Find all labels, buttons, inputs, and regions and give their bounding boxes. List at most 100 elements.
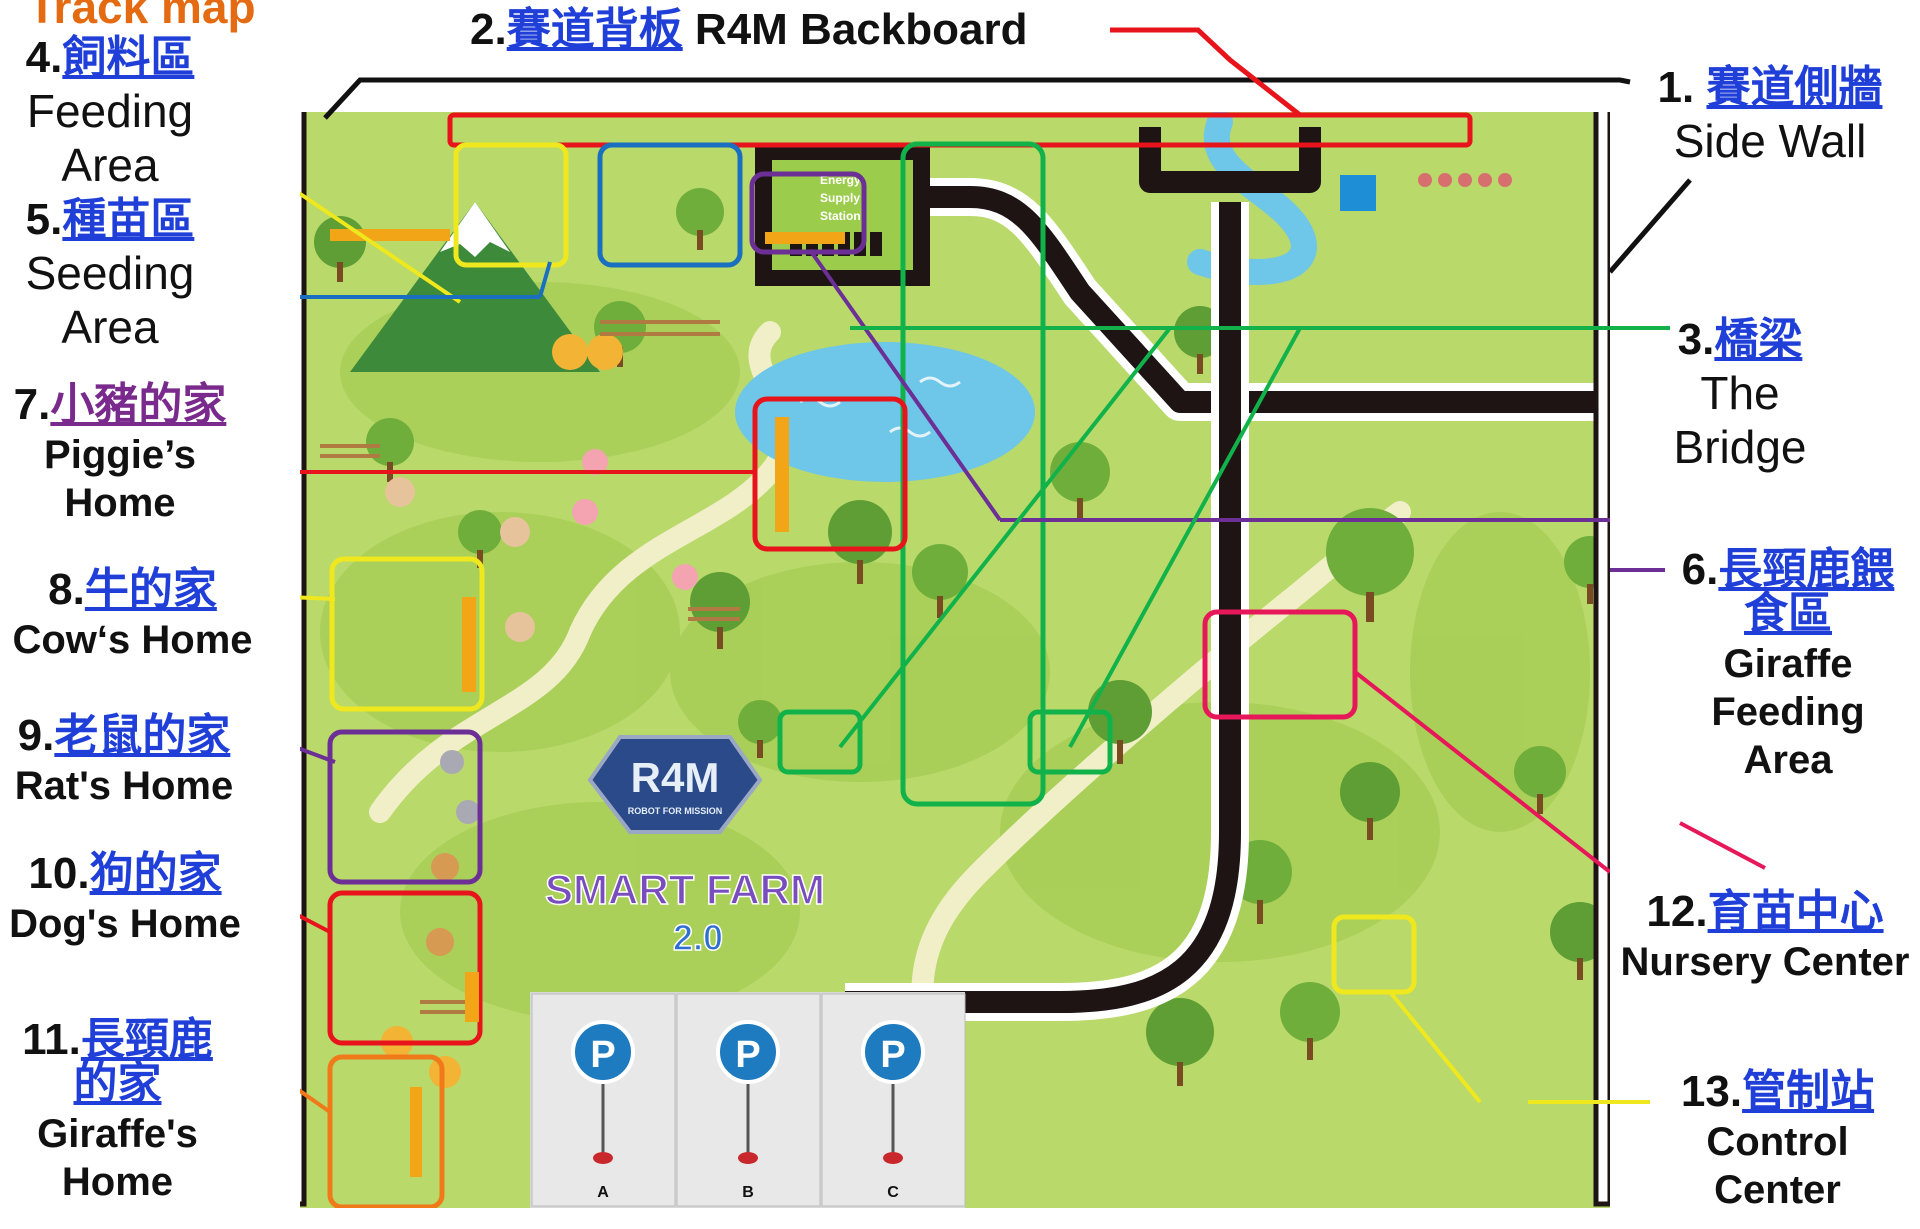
label-13-number: 13. [1680,1067,1743,1116]
label-4-en2: Area [61,139,159,191]
energy-station-line3: Station [820,209,861,223]
label-11-en1: Giraffe's [37,1112,198,1156]
parking-area: P A P B P C [530,992,966,1208]
label-1-zh[interactable]: 賽道側牆 [1706,62,1883,113]
zone-seeding-area [597,142,743,268]
label-6-number: 6. [1681,545,1719,594]
label-giraffe-feeding: 6.長頸鹿餵 食區 Giraffe Feeding Area [1668,545,1908,782]
label-bridge: 3.橋梁 The Bridge [1660,315,1820,473]
label-5-zh[interactable]: 種苗區 [62,194,195,245]
fences [320,320,740,1014]
game-title: SMART FARM [545,866,825,913]
game-version: 2.0 [673,917,723,958]
parking-sign-a: P [590,1034,615,1076]
label-4-en1: Feeding [26,85,194,137]
label-4-number: 4. [25,33,63,82]
parking-c: P C [821,993,966,1207]
blue-marker [1340,175,1376,211]
black-line-track [845,127,1610,1021]
zone-control-center [1331,914,1417,995]
parking-b: P B [676,993,821,1207]
parking-letter-b: B [742,1184,754,1201]
label-5-en1: Seeding [25,247,195,299]
label-11-en2: Home [61,1160,174,1204]
label-7-number: 7. [13,380,51,429]
label-rat-home: 9.老鼠的家 Rat's Home [5,711,243,808]
label-5-en2: Area [61,301,159,353]
animals [381,334,698,1088]
label-6-zh2[interactable]: 食區 [1744,588,1832,639]
energy-station-line2: Supply [820,191,860,205]
zone-giraffe-home [327,1054,445,1208]
label-8-en: Cow‘s Home [12,618,253,662]
zone-giraffe-feeding [749,171,867,255]
label-1-number: 1. [1657,63,1707,112]
label-6-en2: Feeding [1711,690,1865,734]
label-13-zh[interactable]: 管制站 [1742,1066,1875,1117]
label-3-en2: Bridge [1673,421,1807,473]
zone-cow-home [329,556,485,712]
label-cow-home: 8.牛的家 Cow‘s Home [5,565,260,662]
label-13-en2: Center [1714,1168,1841,1212]
label-2-zh[interactable]: 賽道背板 [506,4,683,55]
label-10-zh[interactable]: 狗的家 [89,848,222,899]
label-9-number: 9. [17,711,55,760]
label-1-en: Side Wall [1673,115,1867,167]
label-11-number: 11. [22,1015,81,1064]
label-6-en3: Area [1743,738,1833,782]
label-4-zh[interactable]: 飼料區 [62,32,195,83]
label-9-zh[interactable]: 老鼠的家 [54,710,231,761]
label-12-number: 12. [1646,887,1708,936]
label-9-en: Rat's Home [14,764,234,808]
label-6-en1: Giraffe [1723,642,1853,686]
pond [735,342,1035,482]
zone-feeding-area [453,142,569,268]
orange-markers [330,229,845,1177]
logo-text: R4M [631,754,720,801]
label-backboard: 2.賽道背板 R4M Backboard [470,8,1027,52]
label-nursery-center: 12.育苗中心 Nursery Center [1615,887,1915,983]
label-seeding-area: 5.種苗區 Seeding Area [5,195,215,353]
label-3-en1: The [1700,367,1780,419]
label-control-center: 13.管制站 Control Center [1660,1067,1895,1212]
track-map: Energy Supply Station P A P B [300,112,1610,1208]
label-3-zh[interactable]: 橋梁 [1714,314,1803,365]
parking-sign-b: P [735,1034,760,1076]
label-dog-home: 10.狗的家 Dog's Home [5,849,245,945]
zone-nursery-center [1202,609,1358,720]
label-side-wall: 1. 賽道側牆 Side Wall [1630,63,1910,167]
label-3-number: 3. [1677,315,1715,364]
logo-subtext: ROBOT FOR MISSION [628,806,723,816]
label-11-zh1[interactable]: 長頸鹿 [80,1014,213,1065]
label-11-zh2[interactable]: 的家 [73,1058,162,1109]
label-8-number: 8. [48,565,85,614]
label-12-zh[interactable]: 育苗中心 [1707,886,1884,937]
label-2-number: 2. [470,5,507,54]
label-7-en2: Home [64,481,176,525]
river [1187,112,1317,285]
zone-rat-home [327,729,483,885]
label-6-zh1[interactable]: 長頸鹿餵 [1718,544,1895,595]
seedling-pots [1418,173,1512,187]
parking-letter-a: A [597,1184,609,1201]
zone-bridge-right-foot [1027,709,1113,775]
label-8-zh[interactable]: 牛的家 [84,564,217,615]
parking-sign-c: P [880,1034,905,1076]
label-13-en1: Control [1706,1120,1849,1164]
label-5-number: 5. [25,195,63,244]
label-10-number: 10. [28,849,90,898]
label-2-en: R4M Backboard [682,5,1028,54]
label-giraffe-home: 11.長頸鹿 的家 Giraffe's Home [5,1015,230,1204]
label-piggie-home: 7.小豬的家 Piggie’s Home [5,380,235,525]
label-7-zh[interactable]: 小豬的家 [50,379,227,430]
leader-lines-in-map [300,191,1610,1114]
side-walls [300,112,1610,1207]
parking-a: P A [531,993,676,1207]
label-7-en1: Piggie’s [44,433,196,477]
label-feeding-area: 4.飼料區 Feeding Area [5,33,215,191]
mission-zones [327,112,1473,1208]
parking-letter-c: C [887,1184,899,1201]
zone-dog-home [327,890,483,1046]
r4m-logo: R4M ROBOT FOR MISSION [587,735,763,834]
